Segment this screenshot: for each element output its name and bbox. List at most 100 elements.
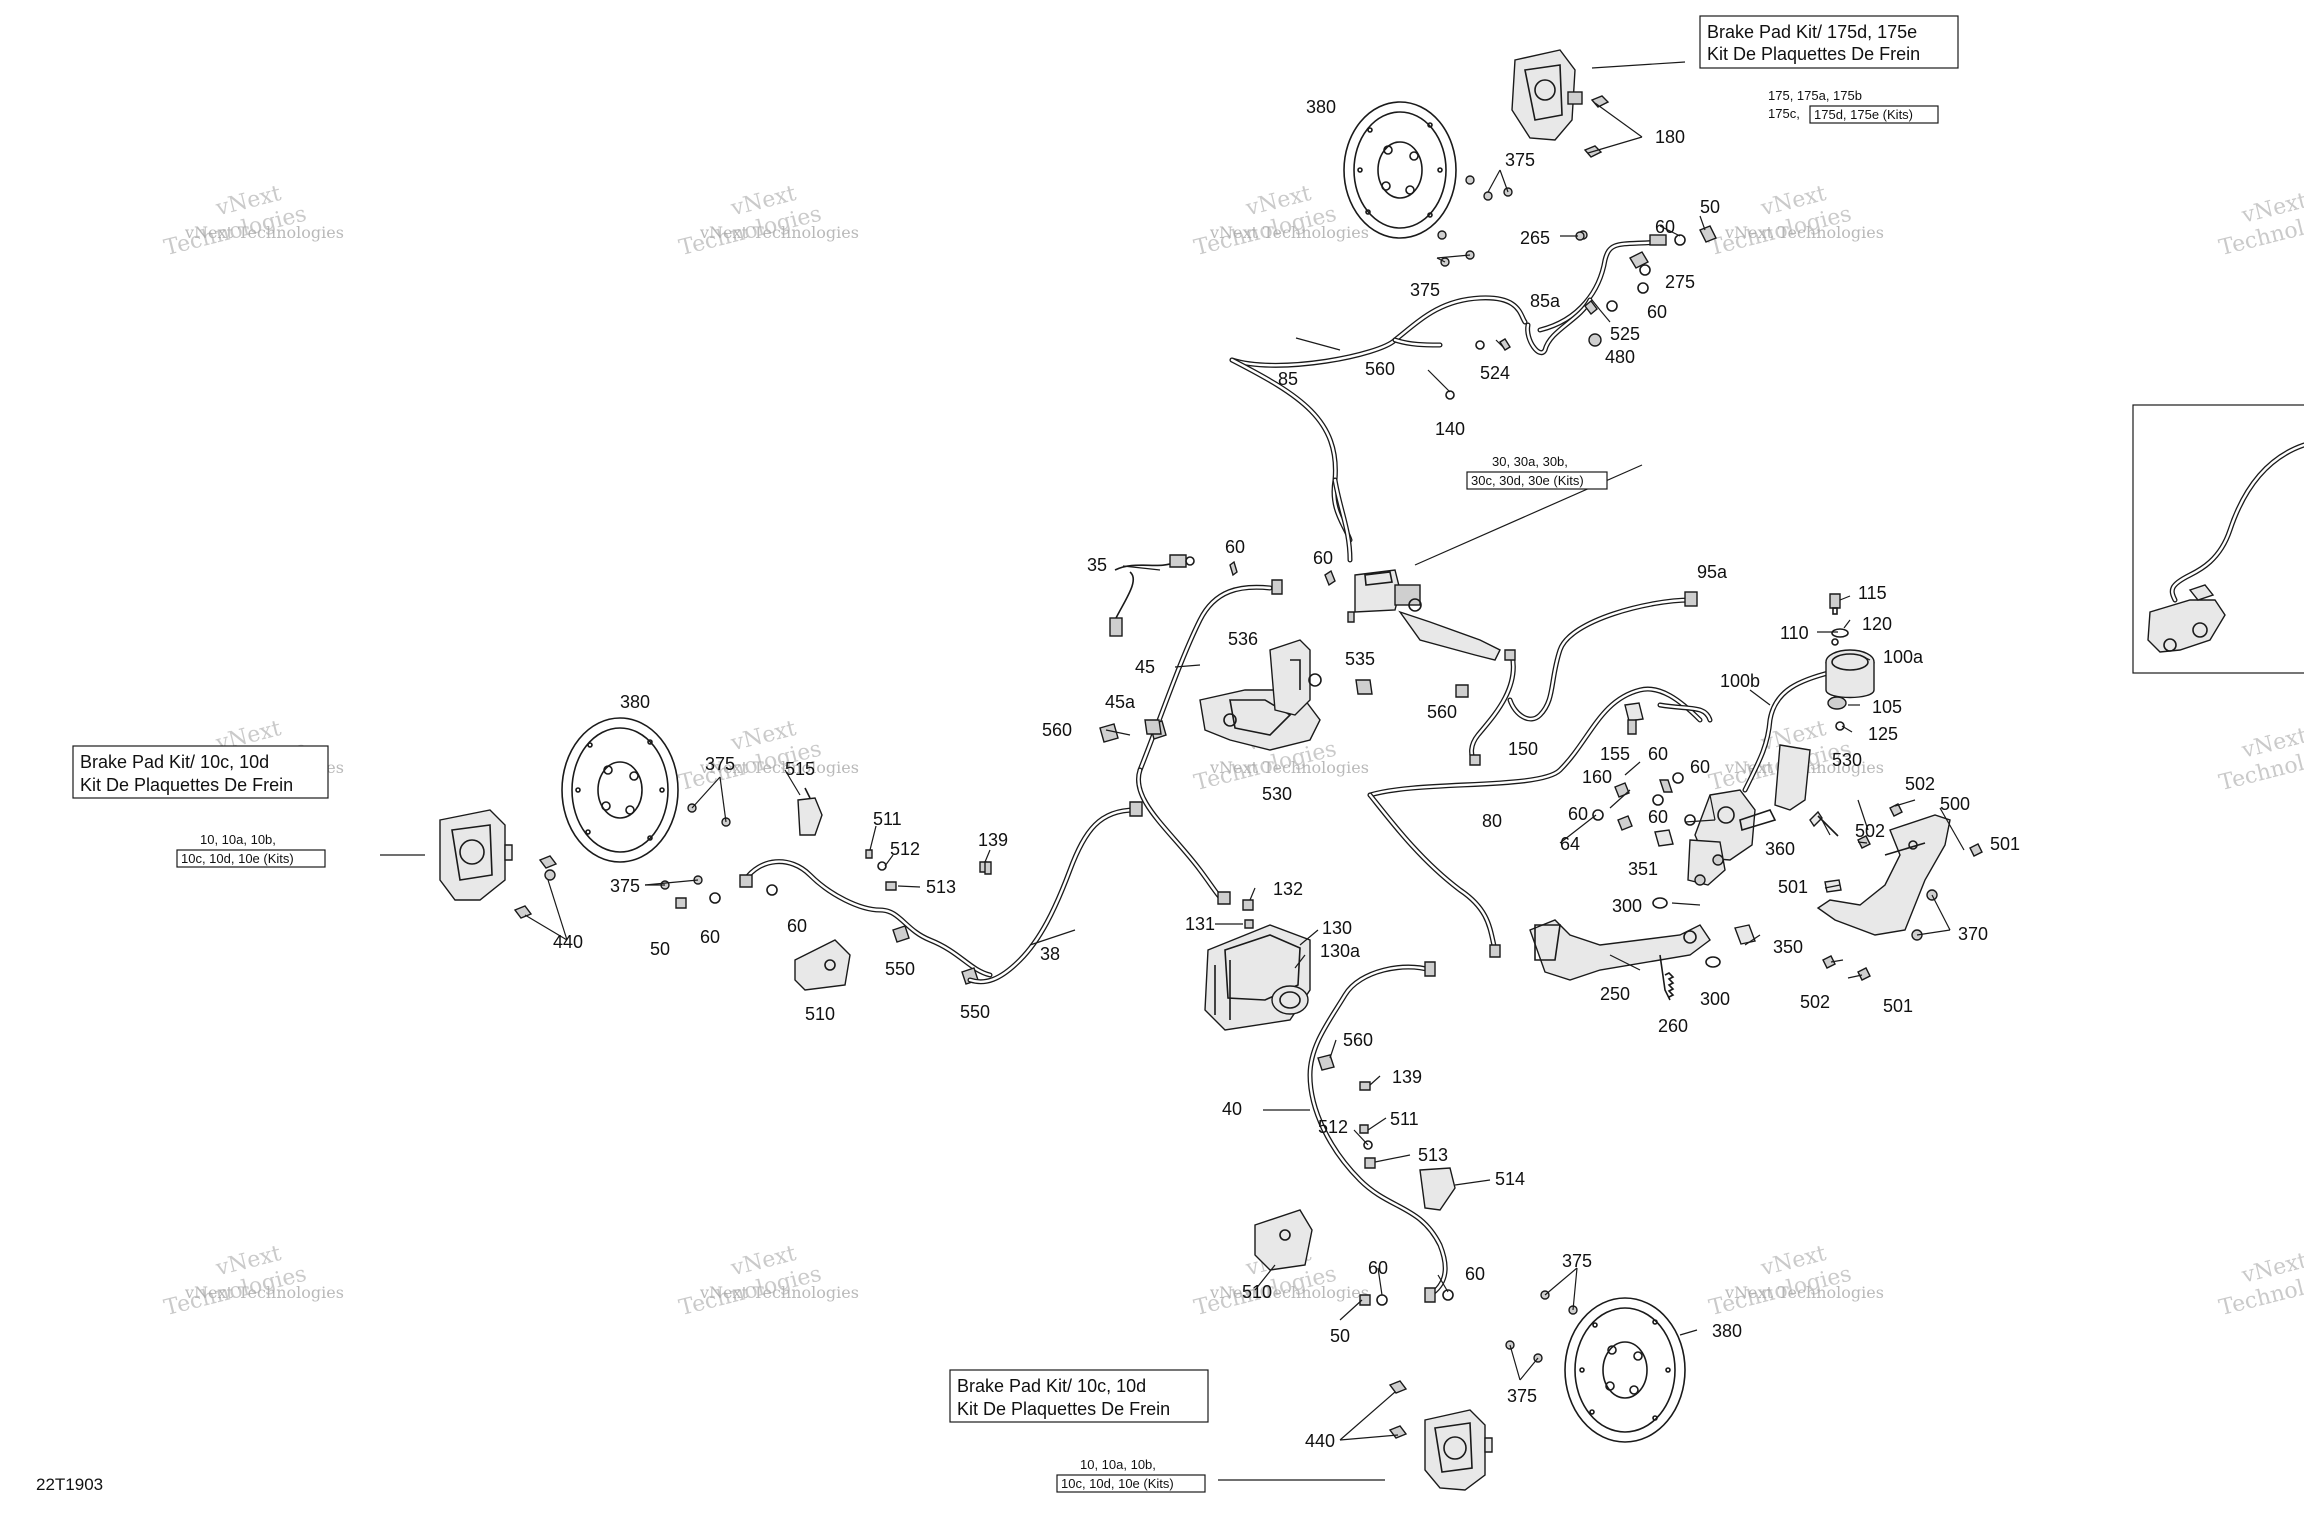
callout: 514 — [1495, 1169, 1525, 1189]
watermark: vNext Technologies — [1724, 223, 1884, 242]
callout: 375 — [1505, 150, 1535, 170]
callout: 375 — [1410, 280, 1440, 300]
callout: 535 — [1345, 649, 1375, 669]
callout: 60 — [1465, 1264, 1485, 1284]
callout-labels: 380 375 180 265 60 50 275 60 375 85a 525… — [553, 97, 2020, 1451]
callout: 120 — [1862, 614, 1892, 634]
callout: 60 — [700, 927, 720, 947]
callout: 525 — [1610, 324, 1640, 344]
svg-text:Brake Pad Kit/ 10c, 10d: Brake Pad Kit/ 10c, 10d — [957, 1376, 1146, 1396]
left-caliper-variants: 10, 10a, 10b, 10c, 10d, 10e (Kits) — [176, 832, 326, 868]
brake-pedal-250 — [1529, 919, 1711, 1001]
callout: 300 — [1612, 896, 1642, 916]
callout: 530 — [1262, 784, 1292, 804]
svg-text:175d, 175e (Kits): 175d, 175e (Kits) — [1814, 107, 1913, 122]
callout: 60 — [1648, 807, 1668, 827]
watermark: vNext Technologies — [699, 1283, 859, 1302]
callout: 560 — [1042, 720, 1072, 740]
fittings-131-132 — [1242, 899, 1254, 929]
callout: 275 — [1665, 272, 1695, 292]
callout: 501 — [1990, 834, 2020, 854]
rear-master-cylinder — [1687, 789, 1777, 886]
callout: 510 — [1242, 1282, 1272, 1302]
callout: 380 — [1712, 1321, 1742, 1341]
callout: 375 — [1562, 1251, 1592, 1271]
callout: 110 — [1780, 623, 1809, 643]
callout: 524 — [1480, 363, 1510, 383]
callout: 38 — [1040, 944, 1060, 964]
watermark: vNext Technologies — [677, 716, 824, 796]
front-brake-disc-bottom — [1564, 1297, 1686, 1443]
watermark: vNext Technologies — [1724, 1283, 1884, 1302]
front-brake-caliper-bottom — [1424, 1409, 1493, 1491]
callout: 45a — [1105, 692, 1136, 712]
speed-sensor-35 — [1109, 554, 1195, 637]
callout: 375 — [705, 754, 735, 774]
bolt-360 — [1809, 810, 1839, 837]
callout: 501 — [1883, 996, 1913, 1016]
fittings-50-60-left — [675, 884, 778, 909]
callout: 160 — [1582, 767, 1612, 787]
callout: 515 — [785, 759, 815, 779]
abs-module-130 — [1204, 924, 1311, 1031]
callout: 50 — [1330, 1326, 1350, 1346]
clip-45a — [1144, 719, 1162, 735]
rear-caliper-variants: 175, 175a, 175b 175c, 175d, 175e (Kits) — [1768, 88, 1939, 124]
callout: 131 — [1185, 914, 1215, 934]
callout: 95a — [1697, 562, 1728, 582]
callout: 560 — [1365, 359, 1395, 379]
watermark: vNext Technologies — [1209, 1283, 1369, 1302]
brake-switch-155 — [1624, 702, 1644, 735]
callout: 80 — [1482, 811, 1502, 831]
reservoir-cap-110-115-120 — [1829, 593, 1849, 646]
callout: 64 — [1560, 834, 1580, 854]
callout: 510 — [805, 1004, 835, 1024]
callout: 45 — [1135, 657, 1155, 677]
hose-95a — [1507, 591, 1698, 722]
master-cylinder-variants: 30, 30a, 30b, 30c, 30d, 30e (Kits) — [1466, 454, 1608, 490]
small-bolts-375-left — [660, 803, 731, 890]
watermark: vNext Technologies — [2217, 1248, 2304, 1321]
rear-brake-caliper-top — [1511, 49, 1583, 141]
callout: 502 — [1855, 821, 1885, 841]
callout: 440 — [1305, 1431, 1335, 1451]
watermark: vNext Technologies — [1192, 181, 1339, 261]
callout: 502 — [1800, 992, 1830, 1012]
reservoir-hose-100b — [1742, 669, 1835, 793]
inset-view-box — [2132, 404, 2304, 674]
guard-530 — [1774, 744, 1811, 811]
callout: 265 — [1520, 228, 1550, 248]
callout: 60 — [1368, 1258, 1388, 1278]
rear-brake-disc-top — [1343, 101, 1457, 239]
callout: 530 — [1832, 750, 1862, 770]
clip-560-b — [1455, 684, 1469, 698]
svg-text:10, 10a, 10b,: 10, 10a, 10b, — [200, 832, 276, 847]
callout: 260 — [1658, 1016, 1688, 1036]
svg-text:Kit De Plaquettes De Frein: Kit De Plaquettes De Frein — [957, 1399, 1170, 1419]
brake-hose-front-left — [739, 859, 993, 978]
parts-105-125 — [1827, 696, 1847, 731]
callout: 50 — [650, 939, 670, 959]
front-brake-caliper-left — [439, 809, 513, 901]
leader-lines — [380, 61, 1965, 1481]
rear-caliper-kit-box: Brake Pad Kit/ 175d, 175e Kit De Plaquet… — [1699, 15, 1959, 69]
callout: 375 — [610, 876, 640, 896]
callout: 60 — [1690, 757, 1710, 777]
watermark: vNext Technologies — [677, 1241, 824, 1321]
callout: 351 — [1628, 859, 1658, 879]
callout: 130a — [1320, 941, 1361, 961]
svg-text:30c, 30d, 30e (Kits): 30c, 30d, 30e (Kits) — [1471, 473, 1584, 488]
bracket-514 — [1419, 1167, 1456, 1211]
callout: 140 — [1435, 419, 1465, 439]
callout: 550 — [960, 1002, 990, 1022]
watermark: vNext Technologies — [162, 181, 309, 261]
svg-text:10c, 10d, 10e (Kits): 10c, 10d, 10e (Kits) — [1061, 1476, 1174, 1491]
sensor-515 — [797, 787, 823, 836]
callout: 380 — [1306, 97, 1336, 117]
watermark: vNext Technologies — [184, 223, 344, 242]
left-caliper-kit-box: Brake Pad Kit/ 10c, 10d Kit De Plaquette… — [72, 745, 329, 799]
parts-139-511-512-513-bottom — [1359, 1081, 1376, 1169]
watermark: vNext Technologies — [1209, 758, 1369, 777]
watermark: vNext Technologies — [162, 1241, 309, 1321]
pedal-parts-300-350-260 — [1652, 897, 1756, 998]
